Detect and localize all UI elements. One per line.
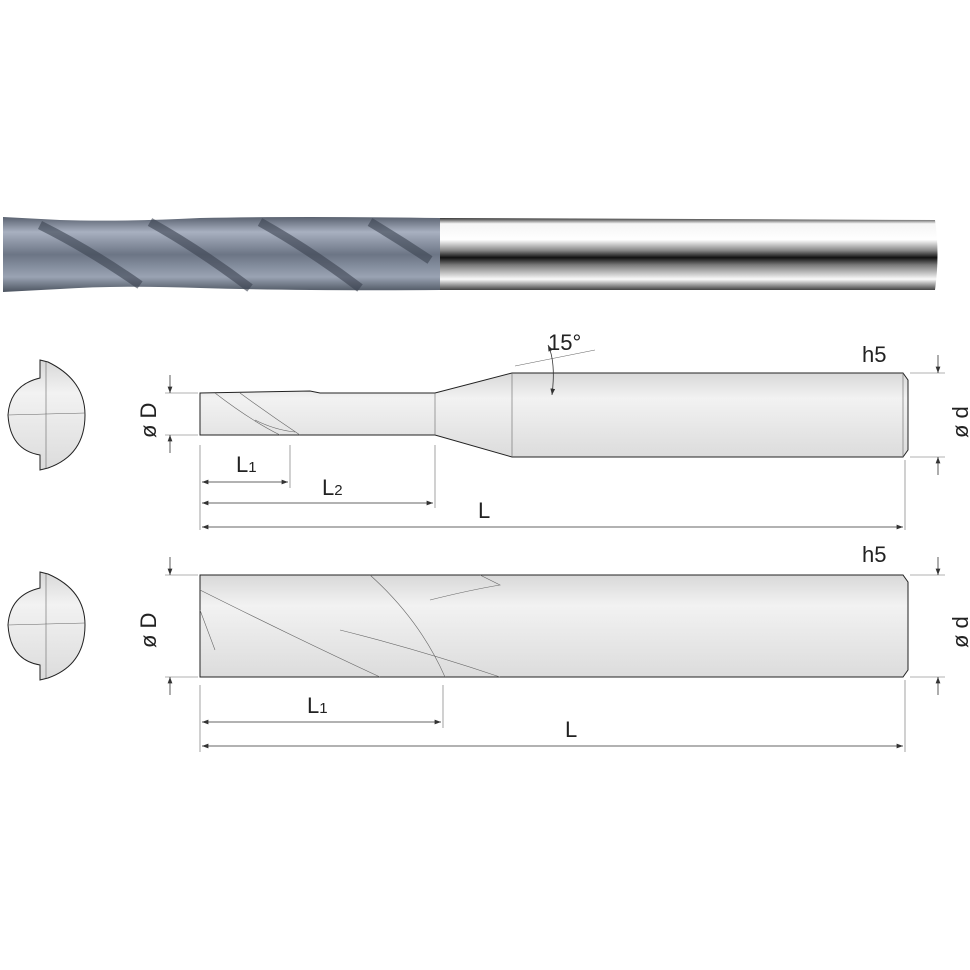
overall-length-label: L	[478, 498, 490, 523]
flute-photo	[3, 217, 440, 292]
standard-view: h5 ø D ø d L1 L	[7, 542, 970, 752]
l1-label: L1	[236, 452, 257, 477]
overall-length-label: L	[565, 717, 577, 742]
helix-lines	[37, 218, 433, 292]
tolerance-label: h5	[862, 542, 886, 567]
angle-arc	[547, 344, 556, 396]
shank-diameter-label: ø d	[948, 616, 970, 648]
l2-label: L2	[322, 475, 343, 500]
long-neck-view: 15° h5 ø D ø d L1 L2 L	[7, 330, 970, 530]
shank-photo	[440, 218, 938, 290]
end-view-icon	[7, 359, 86, 471]
tool-outline	[199, 372, 909, 458]
cut-diameter-label: ø D	[136, 403, 161, 438]
tolerance-label: h5	[862, 342, 886, 367]
l1-label: L1	[307, 693, 328, 718]
angle-label: 15°	[548, 330, 581, 355]
shank-diameter-label: ø d	[948, 406, 970, 438]
tool-photo	[3, 217, 938, 292]
end-view-icon	[7, 571, 86, 681]
cut-diameter-label: ø D	[136, 613, 161, 648]
tool-outline	[199, 574, 909, 678]
